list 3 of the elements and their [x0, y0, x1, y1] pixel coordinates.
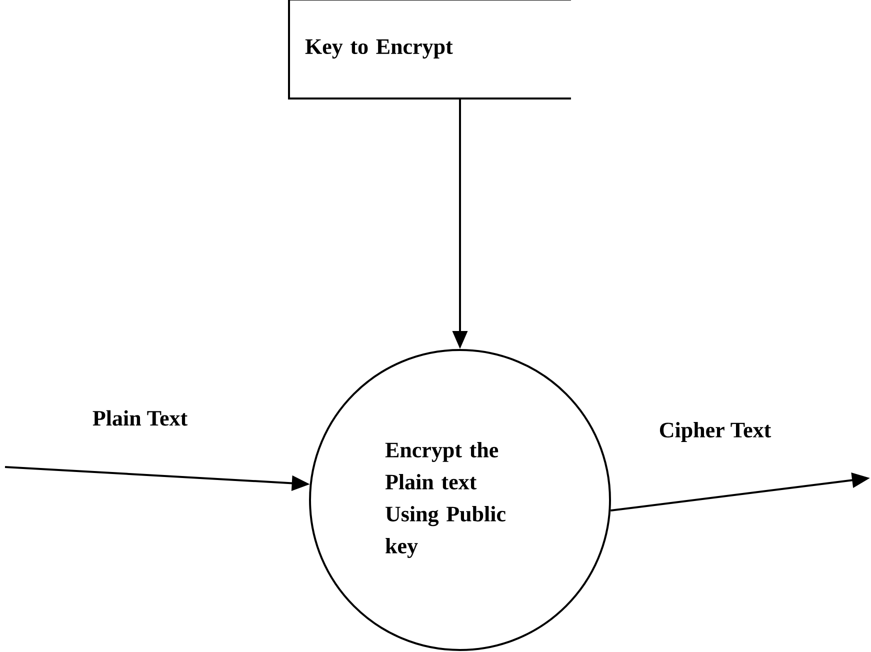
data-store: Key to Encrypt	[288, 0, 571, 100]
edge-label: Plain Text	[90, 408, 190, 428]
edge-label: Cipher Text	[656, 420, 774, 444]
